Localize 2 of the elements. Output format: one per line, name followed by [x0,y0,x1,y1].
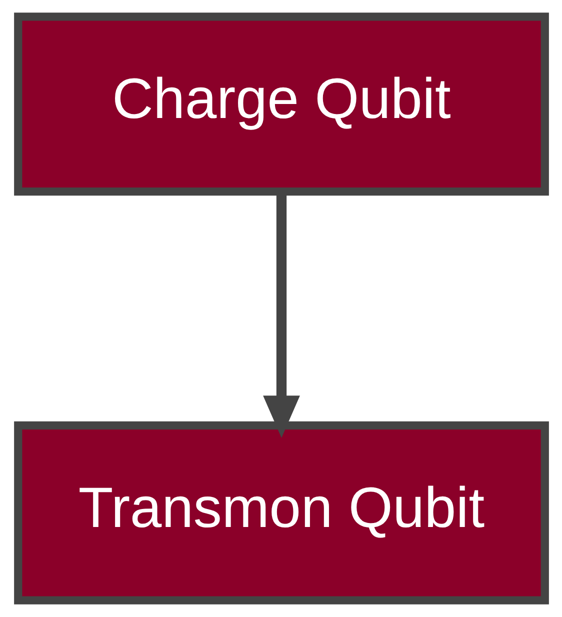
node-box: Transmon Qubit [14,421,548,604]
node-box: Charge Qubit [14,12,548,196]
